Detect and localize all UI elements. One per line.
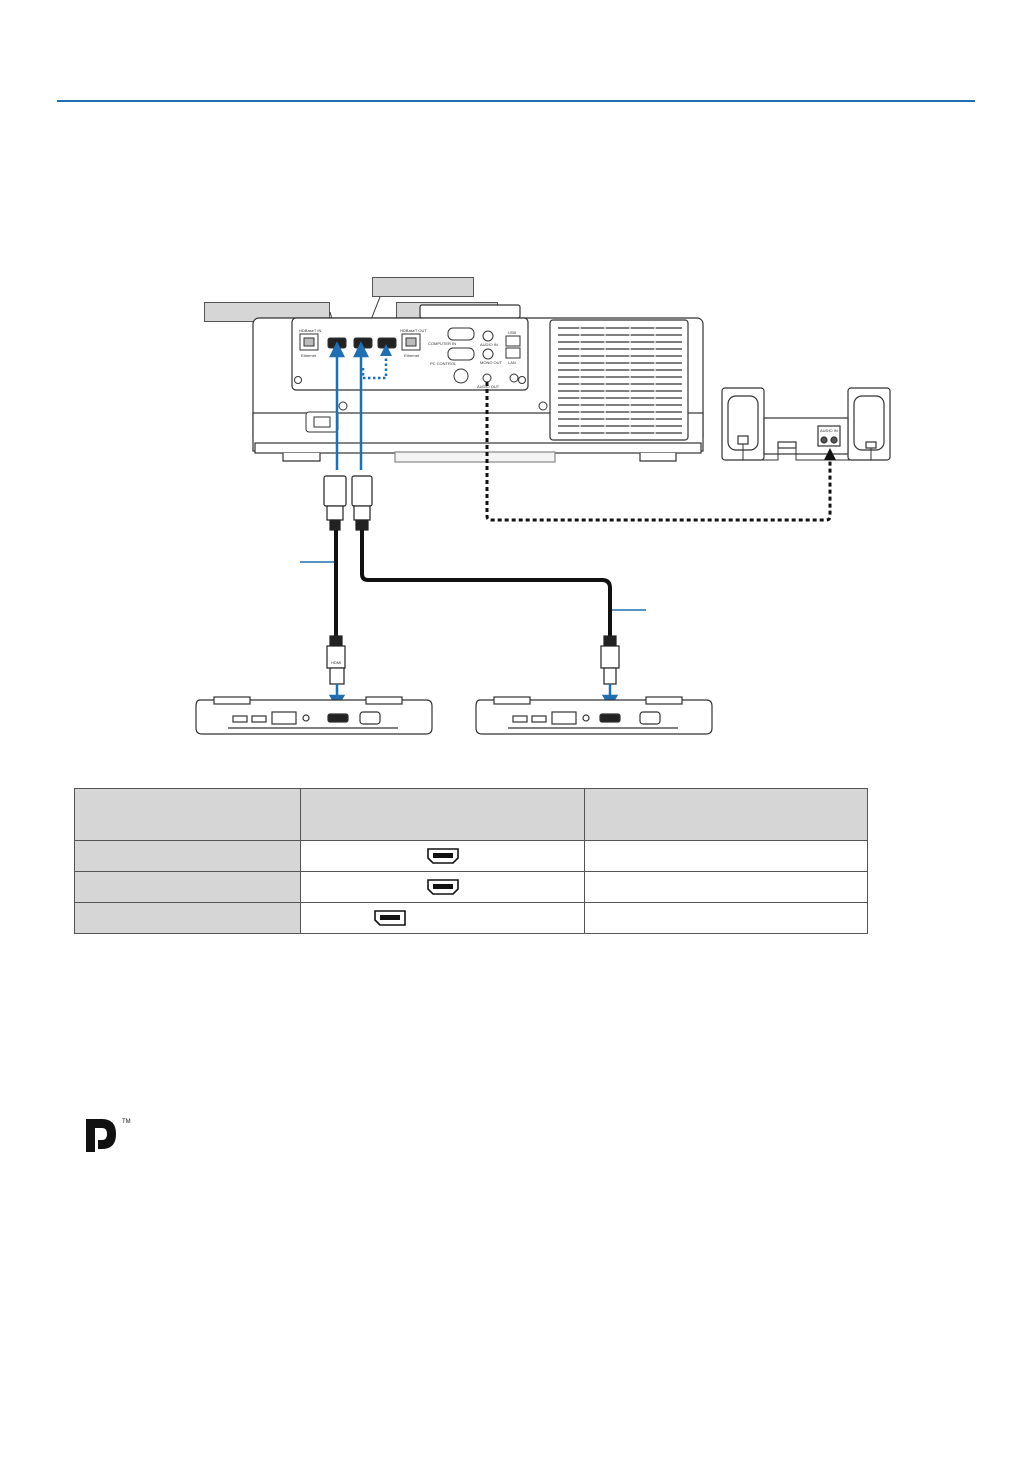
trademark-label: TM bbox=[122, 1119, 131, 1125]
input-arrows bbox=[328, 341, 370, 470]
label-lan: LAN bbox=[508, 360, 516, 365]
table-header-cell bbox=[300, 788, 585, 841]
displayport-plug-bottom bbox=[326, 635, 346, 685]
table-row bbox=[74, 840, 868, 872]
label-mono-out: MONO OUT bbox=[480, 360, 503, 365]
table-port-cell bbox=[300, 840, 585, 872]
hdmi-port-icon bbox=[426, 879, 459, 895]
projector-ports bbox=[294, 327, 548, 433]
table-row-label bbox=[74, 902, 301, 934]
label-audio-out: AUDIO OUT bbox=[477, 384, 500, 389]
label-hdbaset-in: HDBaseT IN bbox=[299, 328, 321, 333]
header-rule bbox=[57, 100, 975, 102]
table-row-value bbox=[584, 840, 868, 872]
label-ethernet-left: Ethernet bbox=[301, 353, 317, 358]
label-usb: USB bbox=[508, 330, 517, 335]
label-ethernet-right: Ethernet bbox=[404, 353, 420, 358]
speakers bbox=[721, 387, 891, 461]
table-port-cell bbox=[300, 871, 585, 903]
laptop-right bbox=[475, 696, 713, 735]
port-table bbox=[74, 788, 868, 934]
plug-label: HDMI bbox=[331, 660, 341, 665]
projector-vent bbox=[558, 327, 682, 434]
displayport-logo: TM bbox=[86, 1119, 131, 1152]
table-row-label bbox=[74, 840, 301, 872]
connection-diagram: HDBaseT IN Ethernet HDBaseT OUT Ethernet… bbox=[195, 296, 891, 735]
table-row-value bbox=[584, 902, 868, 934]
label-audio-in: AUDIO IN bbox=[480, 342, 498, 347]
label-hdbaset-out: HDBaseT OUT bbox=[400, 328, 427, 333]
cables bbox=[334, 530, 612, 636]
table-header-cell bbox=[74, 788, 301, 841]
table-header-cell bbox=[584, 788, 868, 841]
speaker-audio-in-label: AUDIO IN bbox=[820, 428, 838, 433]
table-port-cell bbox=[300, 902, 585, 934]
audio-cable bbox=[485, 382, 832, 522]
table-row bbox=[74, 902, 868, 934]
displayport-port-icon bbox=[374, 910, 406, 926]
label-pc-control: PC CONTROL bbox=[430, 361, 457, 366]
displayport-plug-top bbox=[323, 475, 347, 531]
hdmi-plug-bottom bbox=[600, 635, 620, 685]
label-computer-in: COMPUTER IN bbox=[428, 341, 456, 346]
laptop-left bbox=[195, 696, 433, 735]
callout-box-middle bbox=[372, 277, 474, 297]
table-row-value bbox=[584, 871, 868, 903]
projector-port-labels: HDBaseT IN Ethernet HDBaseT OUT Ethernet… bbox=[299, 328, 517, 389]
hdmi-port-icon bbox=[426, 848, 459, 864]
table-header-row bbox=[74, 788, 868, 841]
table-row-label bbox=[74, 871, 301, 903]
hdmi-plug-top bbox=[351, 475, 373, 531]
table-row bbox=[74, 871, 868, 903]
loop-arrow bbox=[361, 352, 388, 380]
